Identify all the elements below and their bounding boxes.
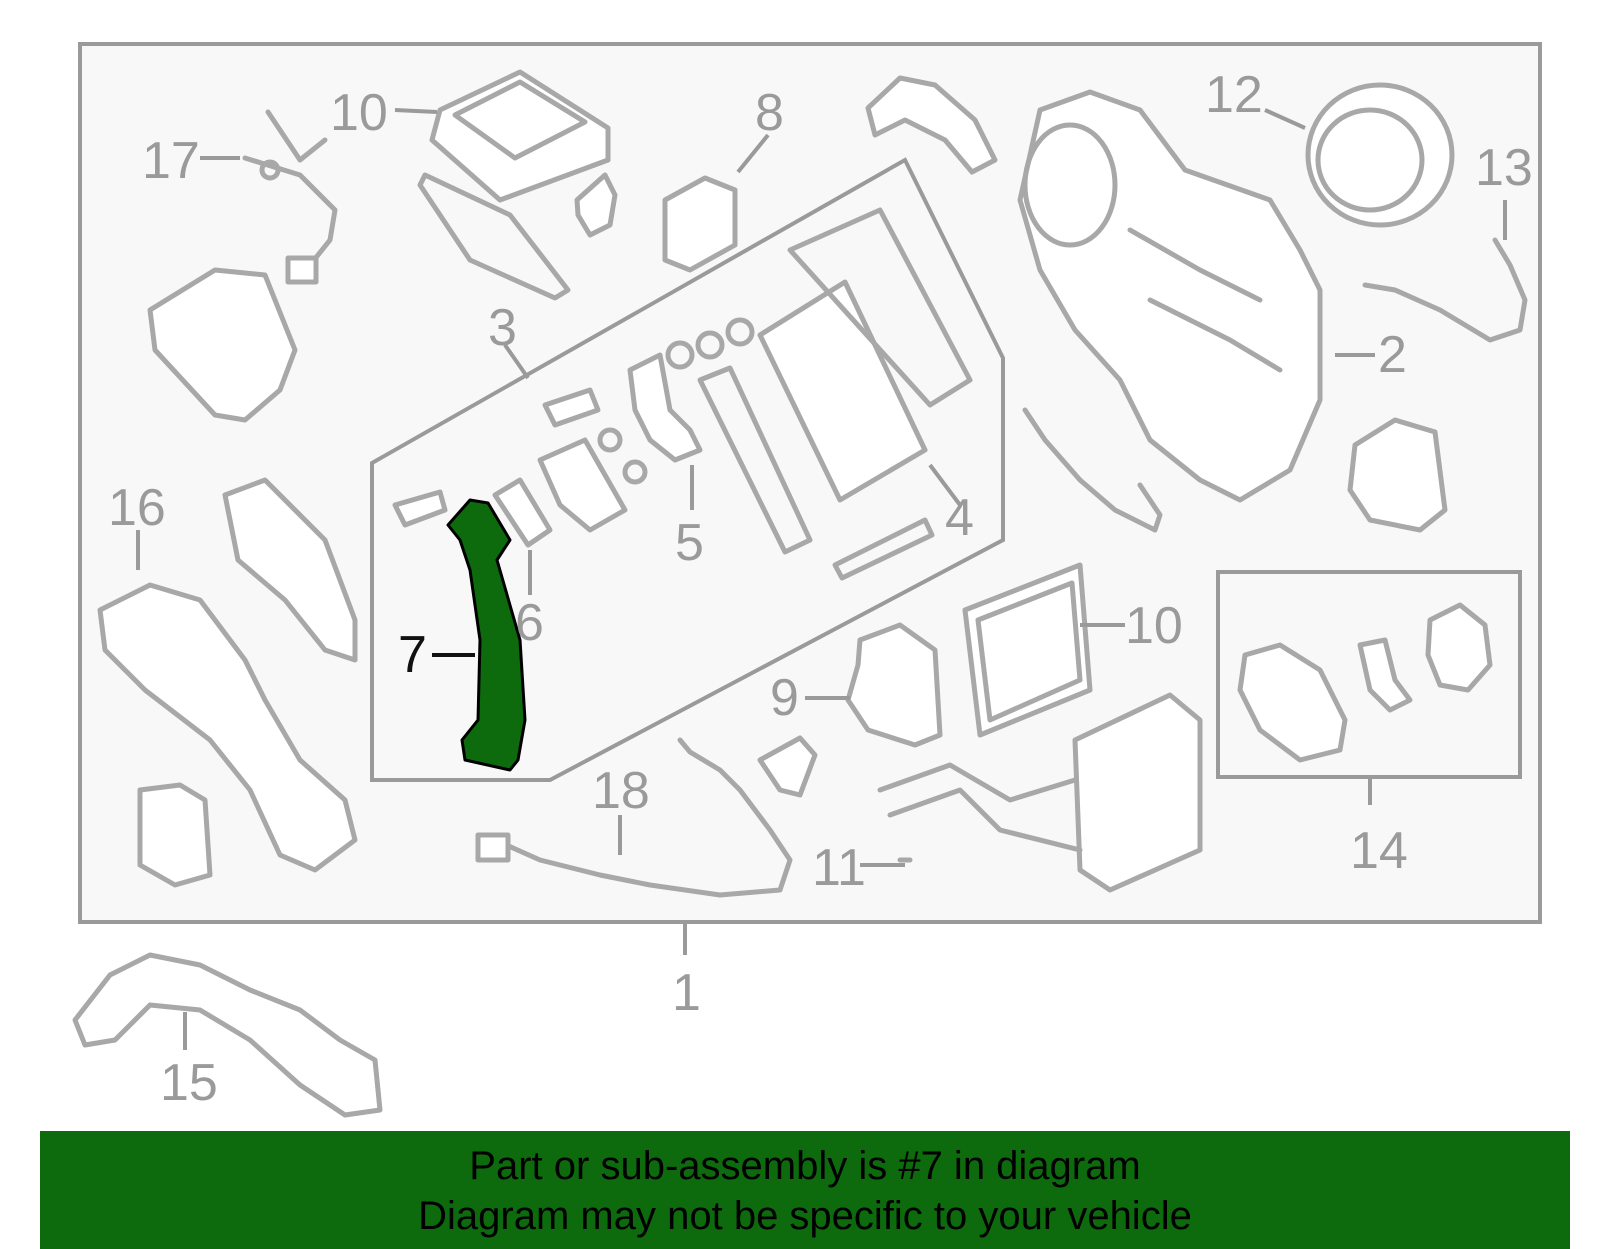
callout-16: 16 — [108, 479, 166, 537]
callout-8: 8 — [755, 84, 784, 142]
duct-15-part — [72, 952, 383, 1118]
leader-4 — [928, 463, 962, 507]
callout-13: 13 — [1475, 139, 1533, 197]
evaporator-4-part — [697, 207, 973, 581]
filter-10-lower-part — [962, 562, 1093, 738]
callout-4: 4 — [945, 489, 974, 547]
kit-14-parts — [1237, 602, 1493, 763]
leader-12 — [1264, 108, 1306, 130]
block-6-part — [392, 437, 628, 548]
callout-11: 11 — [812, 839, 866, 897]
callout-3: 3 — [488, 299, 517, 357]
harness-18-part — [492, 737, 793, 898]
actuator-8-part — [574, 172, 738, 273]
callout-2: 2 — [1378, 326, 1407, 384]
leader-8 — [736, 133, 770, 174]
bracket-part — [757, 735, 818, 798]
actuator-right-part — [1347, 417, 1448, 533]
blower-scroll-part — [865, 75, 998, 175]
heater-core-11-part — [877, 692, 1203, 893]
control-panel-part — [147, 267, 298, 423]
banner-line-1: Part or sub-assembly is #7 in diagram — [469, 1144, 1141, 1188]
pipe-7-highlighted-part[interactable] — [446, 498, 527, 772]
leader-10-top — [394, 108, 438, 114]
evaporator-subassembly-box — [370, 157, 1005, 782]
callout-12: 12 — [1205, 66, 1263, 124]
harness-13-part — [1362, 237, 1528, 343]
callout-7: 7 — [398, 626, 427, 684]
info-banner: Part or sub-assembly is #7 in diagram Di… — [40, 1131, 1570, 1249]
sensor-17-part — [242, 109, 338, 285]
callout-10-bottom: 10 — [1125, 597, 1183, 655]
drain-tube-part — [1022, 407, 1163, 533]
callout-10-top: 10 — [330, 84, 388, 142]
banner-line-2: Diagram may not be specific to your vehi… — [418, 1194, 1192, 1238]
callout-18: 18 — [592, 762, 650, 820]
callout-14: 14 — [1350, 822, 1408, 880]
callout-9: 9 — [770, 669, 799, 727]
callout-1: 1 — [672, 964, 701, 1022]
connector-18-part — [475, 832, 511, 863]
callout-17: 17 — [142, 132, 200, 190]
leader-3 — [503, 343, 530, 380]
actuator-9-part — [845, 622, 943, 748]
filter-cover-part — [417, 69, 611, 301]
blower-motor-12-part — [1305, 82, 1455, 228]
hvac-housing-2-part — [1017, 89, 1323, 503]
callout-5: 5 — [675, 514, 704, 572]
expansion-valve-5-part — [542, 317, 755, 485]
callout-6: 6 — [515, 594, 544, 652]
duct-16-part — [97, 477, 358, 888]
callout-15: 15 — [160, 1054, 218, 1112]
